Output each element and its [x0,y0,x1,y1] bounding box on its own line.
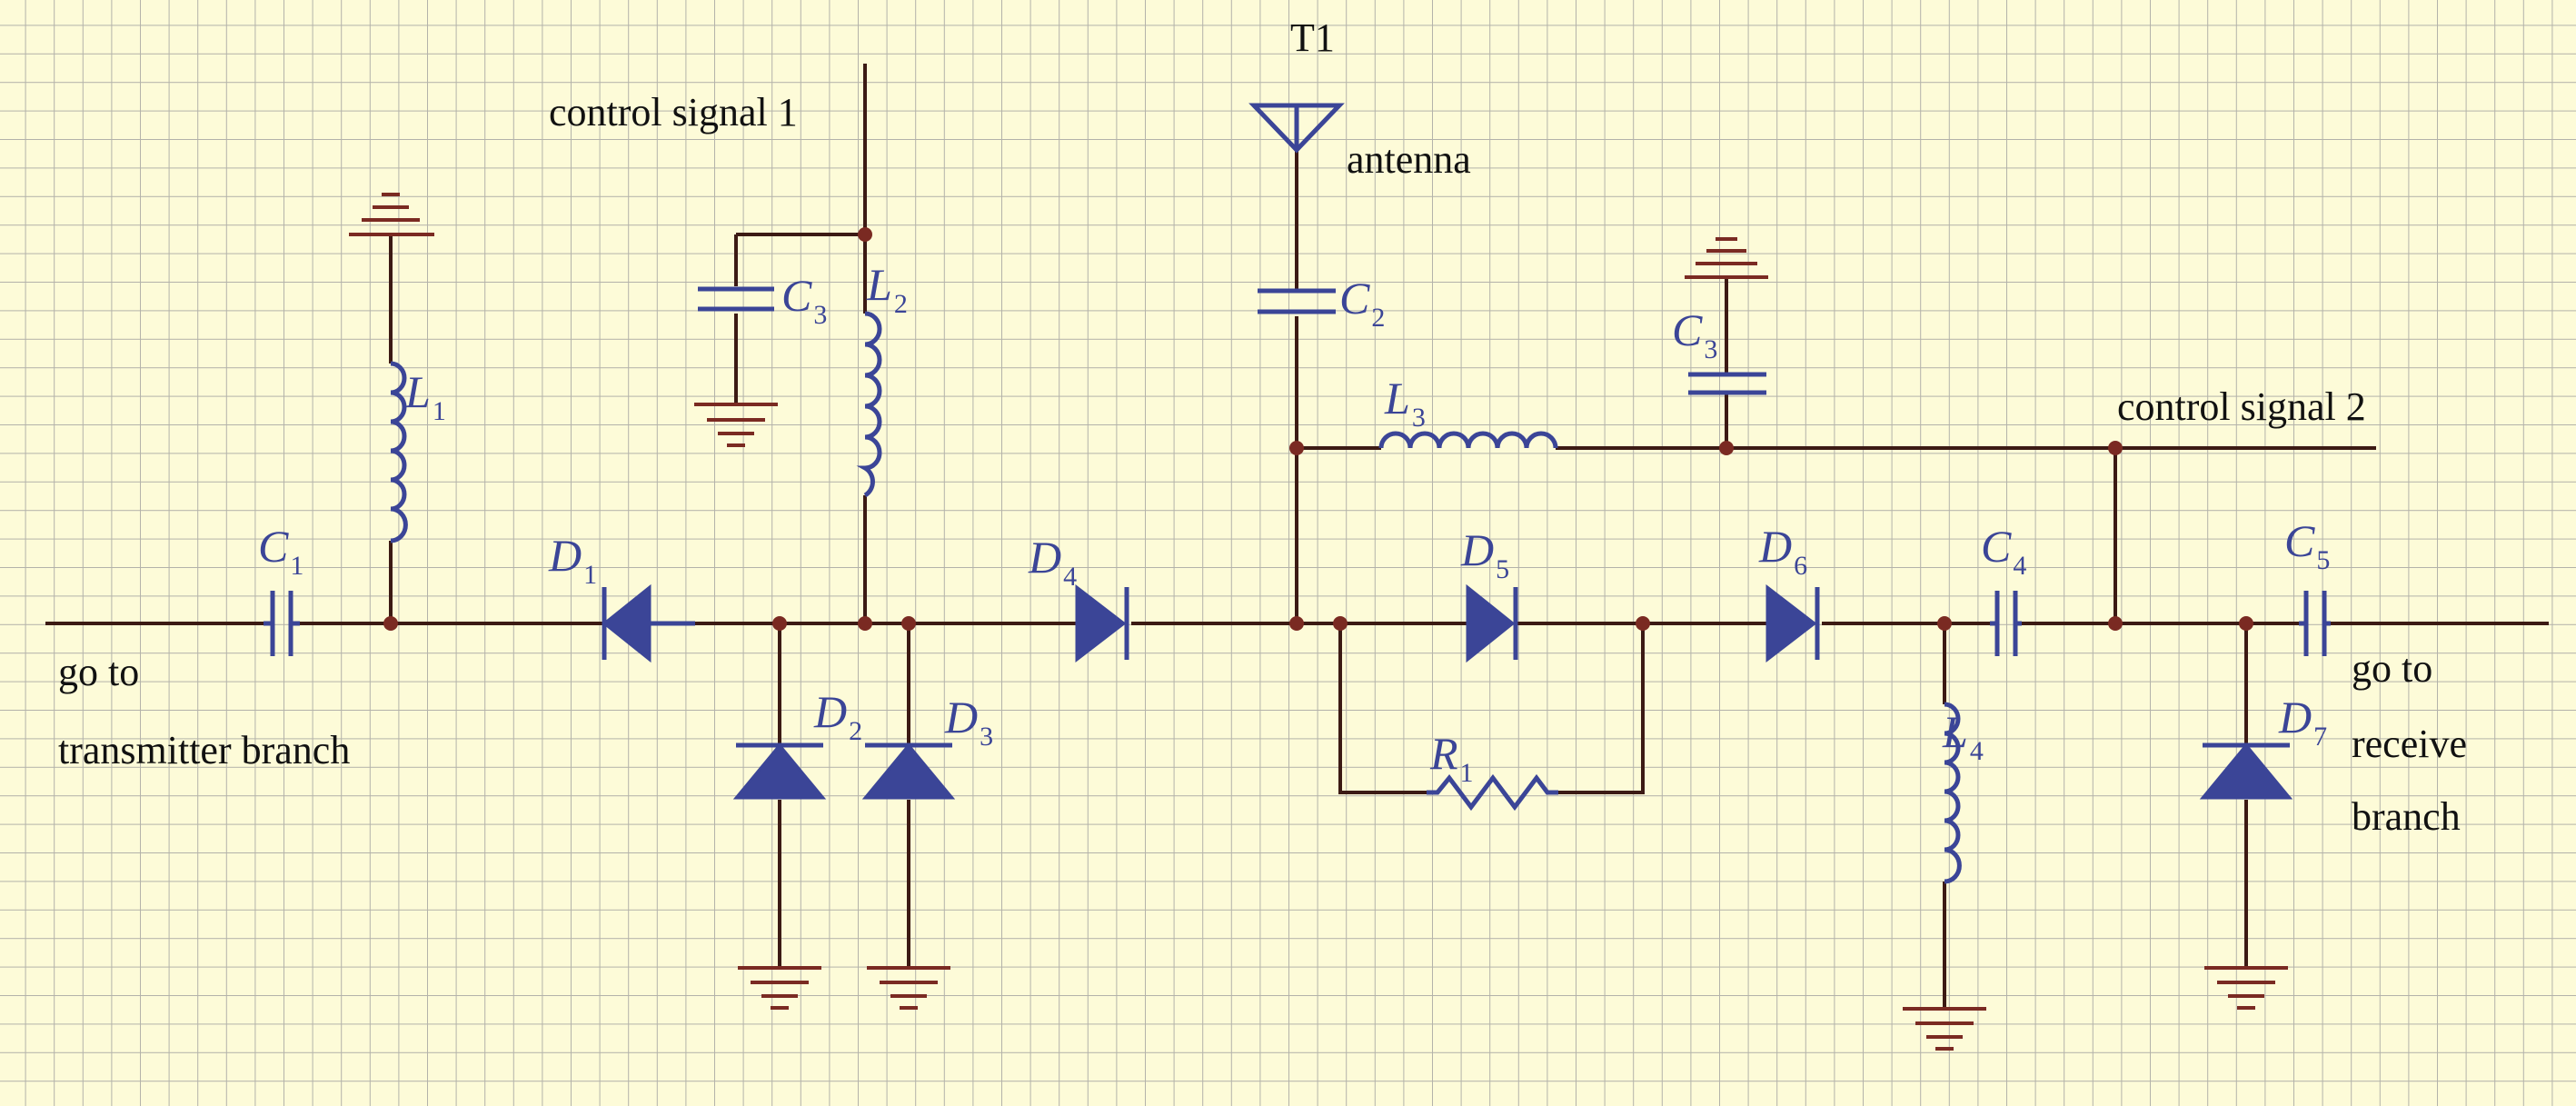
control-signal-2-label: control signal 2 [2117,384,2366,429]
d4-label: D4 [1028,532,1077,592]
l3-label: L3 [1384,373,1426,433]
junction-dot [1636,616,1650,631]
diode-d5 [1466,583,1518,663]
diode-d7 [2199,742,2293,800]
capacitor-c3-left [698,286,774,312]
d3-label: D3 [944,692,993,752]
c5-label: C5 [2284,515,2330,575]
diode-d4 [1075,583,1129,663]
ground-c3-left [694,403,778,447]
junction-dot [2239,616,2253,631]
wires [45,64,2549,1009]
control-signal-1-label: control signal 1 [549,90,798,135]
ground-d2 [738,966,821,1010]
capacitor-c1 [264,591,300,656]
l4-label: L4 [1942,706,1984,766]
capacitor-c4 [1990,591,2022,656]
resistor-r1 [1427,773,1558,812]
d1-label: D1 [548,530,597,590]
junction-dot [858,227,872,242]
diode-d3 [861,742,956,800]
capacitor-c5 [2299,591,2331,656]
c3-left-label: C3 [781,270,827,330]
ground-d7 [2204,966,2288,1010]
l2-label: L2 [866,259,908,319]
ground-c3-right [1685,237,1768,279]
antenna-label: antenna [1347,137,1471,182]
rx-branch-label-line3: branch [2352,794,2461,839]
junction-dot [2108,441,2123,455]
inductor-l3 [1378,431,1558,449]
inductor-l1 [390,361,408,543]
ground-l4 [1903,1007,1986,1051]
junction-dot [901,616,916,631]
diode-d1 [602,583,695,663]
antenna-ref-label: T1 [1290,15,1335,60]
capacitor-c3-right [1688,372,1766,395]
junction-dot [383,616,398,631]
junction-dot [1289,616,1304,631]
c4-label: C4 [1981,521,2026,581]
antenna-symbol [1248,103,1345,154]
d2-label: D2 [813,686,862,746]
ground-d3 [867,966,950,1010]
junction-dot [1937,616,1952,631]
ground-l1 [349,193,434,236]
junction-nodes [383,227,2253,631]
diode-d6 [1765,583,1820,663]
junction-dot [1289,441,1304,455]
c3-right-label: C3 [1672,304,1717,364]
rx-branch-label-line1: go to [2352,646,2432,691]
junction-dot [1719,441,1734,455]
d5-label: D5 [1460,524,1509,584]
junction-dot [858,616,872,631]
diode-d2 [732,742,827,800]
c1-label: C1 [258,521,303,581]
junction-dot [2108,616,2123,631]
capacitor-c2 [1258,288,1336,314]
inductor-l4 [1944,702,1962,884]
inductor-l2 [856,311,882,498]
tx-branch-label-line1: go to [58,650,139,694]
junction-dot [1333,616,1348,631]
junction-dot [772,616,787,631]
rx-branch-label-line2: receive [2352,722,2467,766]
d6-label: D6 [1758,521,1807,581]
l1-label: L1 [404,366,446,426]
r1-label: R1 [1429,728,1474,788]
tx-branch-label-line2: transmitter branch [58,728,350,772]
d7-label: D7 [2278,692,2327,752]
c2-label: C2 [1339,273,1385,333]
